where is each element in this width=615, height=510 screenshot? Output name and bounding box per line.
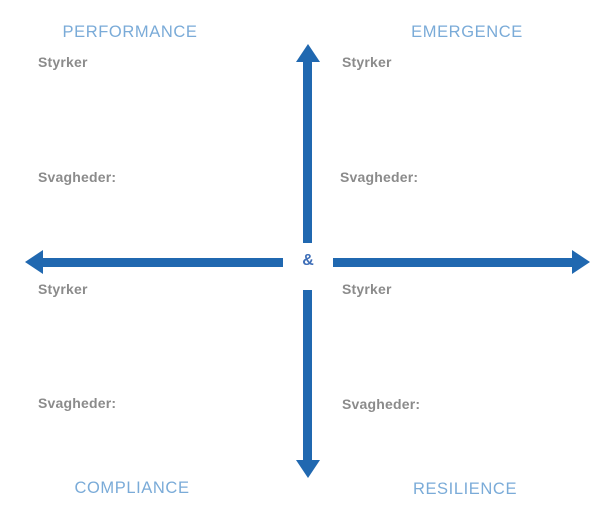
horizontal-axis-left-shaft bbox=[42, 258, 283, 267]
vertical-axis-lower-shaft bbox=[303, 290, 312, 463]
weaknesses-label-top-right: Svagheder: bbox=[340, 169, 419, 185]
weaknesses-label-bottom-left: Svagheder: bbox=[38, 395, 117, 411]
axis-arrow-up-icon bbox=[296, 44, 320, 62]
axis-arrow-down-icon bbox=[296, 460, 320, 478]
quadrant-title-emergence: EMERGENCE bbox=[411, 23, 523, 41]
center-ampersand: & bbox=[302, 252, 314, 269]
strengths-label-bottom-right: Styrker bbox=[342, 281, 392, 297]
vertical-axis-upper-shaft bbox=[303, 60, 312, 243]
quadrant-title-compliance: COMPLIANCE bbox=[74, 479, 190, 497]
strengths-label-top-right: Styrker bbox=[342, 54, 392, 70]
weaknesses-label-top-left: Svagheder: bbox=[38, 169, 117, 185]
axis-arrow-left-icon bbox=[25, 250, 43, 274]
strengths-label-top-left: Styrker bbox=[38, 54, 88, 70]
weaknesses-label-bottom-right: Svagheder: bbox=[342, 396, 421, 412]
strengths-label-bottom-left: Styrker bbox=[38, 281, 88, 297]
horizontal-axis-right-shaft bbox=[333, 258, 572, 267]
quadrant-title-performance: PERFORMANCE bbox=[62, 23, 198, 41]
axis-arrow-right-icon bbox=[572, 250, 590, 274]
quadrant-title-resilience: RESILIENCE bbox=[412, 480, 518, 498]
